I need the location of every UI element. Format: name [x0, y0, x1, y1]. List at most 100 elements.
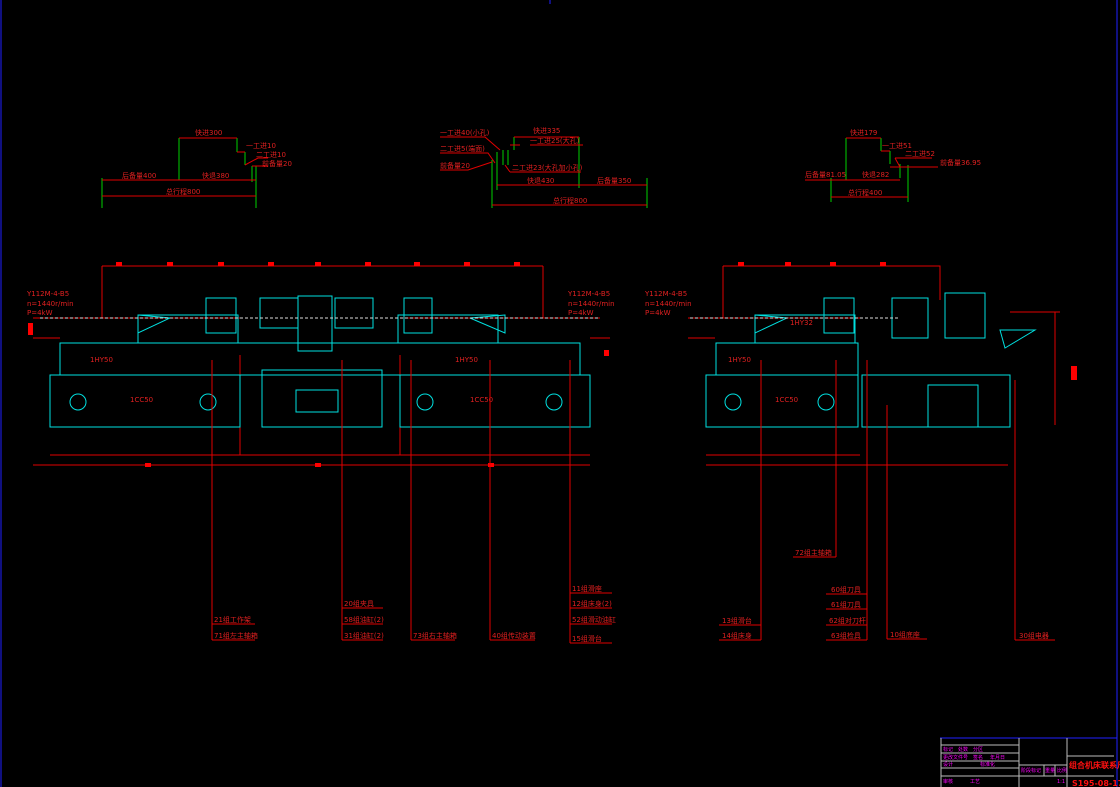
drawing-text: 标准化 — [980, 761, 995, 768]
drawing-line — [315, 463, 321, 467]
drawing-line — [205, 297, 237, 334]
motor-spec-side: Y112M-4-B5 n=1440r/min P=4kW — [644, 290, 692, 317]
callouts-right: 72组主轴箱 13组滑台 14组床身 60组刀具 61组刀具 62组对刀杆 63… — [719, 360, 1055, 641]
drawing-line — [414, 262, 420, 266]
drawing-line — [416, 393, 434, 411]
drawing-line — [999, 329, 1037, 349]
callout-label: 61组刀具 — [831, 600, 861, 609]
drawing-line — [545, 393, 563, 411]
callout-label: 71组左主轴箱 — [214, 631, 258, 640]
drawing-text: 处数 — [958, 746, 968, 753]
drawing-line — [137, 314, 506, 334]
label-total-stroke: 总行程800 — [553, 196, 587, 205]
drawing-text: 签名 — [973, 754, 983, 761]
drawing-line — [403, 297, 433, 334]
drawing-line — [464, 262, 470, 266]
drawing-line — [116, 262, 122, 266]
cycle-diagram-right: 快进179 一工进51 二工进52 前备量36.95 后备量81.05 快退28… — [805, 128, 981, 202]
callout-label: 62组对刀杆 — [829, 616, 866, 625]
label-fast-return: 快退380 — [202, 171, 229, 180]
callout-label: 73组右主轴箱 — [413, 631, 457, 640]
label-fast-return: 快退430 — [527, 176, 554, 185]
drawing-text: Y112M-4-B5 — [644, 290, 687, 298]
drawing-title: 组合机床联系尺寸图 — [1069, 760, 1120, 770]
drawing-text: n=1440r/min — [568, 300, 615, 308]
label-fast-return: 快退282 — [862, 170, 889, 179]
bed-model-label: 1CC50 — [130, 396, 153, 404]
slide-model-label: 1HY50 — [728, 356, 751, 364]
drawing-line — [719, 360, 1055, 641]
label-work-feed-2: 二工进52 — [905, 150, 935, 158]
callout-label: 12组床身(2) — [572, 599, 612, 608]
label-work-feed-1: 一工进10 — [246, 142, 276, 150]
slide-model-label: 1HY50 — [455, 356, 478, 364]
label-feed-face: 二工进5(端面) — [440, 144, 485, 153]
drawing-line — [102, 137, 268, 197]
drawing-line — [295, 389, 339, 413]
drawing-line — [861, 374, 1011, 428]
motor-spec-left: Y112M-4-B5 n=1440r/min P=4kW — [26, 290, 74, 317]
drawing-text: 分区 — [973, 746, 983, 753]
bed-model-label: 1CC50 — [470, 396, 493, 404]
slide-model-label: 1HY50 — [90, 356, 113, 364]
drawing-line — [491, 137, 648, 208]
label-rear-allowance: 后备量81.05 — [805, 170, 846, 179]
drawing-line — [211, 360, 612, 644]
callout-label: 21组工作架 — [214, 615, 251, 624]
drawing-line — [705, 374, 859, 428]
drawing-line — [59, 342, 581, 376]
drawing-text: 设计 — [943, 761, 953, 768]
drawing-line — [604, 350, 609, 356]
callout-label: 58组油缸(2) — [344, 615, 384, 624]
label-work-feed-1: 一工进51 — [882, 142, 912, 150]
drawing-text: Y112M-4-B5 — [26, 290, 69, 298]
callout-label: 13组滑台 — [722, 616, 752, 625]
drawing-text: 审核 — [943, 778, 953, 785]
drawing-line — [488, 463, 494, 467]
callouts-left: 21组工作架 71组左主轴箱 20组夹具 58组油缸(2) 31组油缸(2) 7… — [211, 360, 616, 644]
drawing-line — [259, 297, 299, 329]
label-fast-forward: 快进300 — [195, 128, 222, 137]
drawing-line — [823, 297, 855, 334]
drawing-line — [268, 262, 274, 266]
label-fast-forward: 快进179 — [850, 128, 877, 137]
drawing-line — [365, 262, 371, 266]
machine-side-view: 1HY50 1CC50 1HY32 Y112M-4-B5 n=1440r/min… — [644, 262, 1077, 466]
label-front-allowance: 前备量20 — [440, 161, 470, 170]
callout-label: 30组电器 — [1019, 631, 1049, 640]
callout-label: 60组刀具 — [831, 585, 861, 594]
drawing-text: Y112M-4-B5 — [567, 290, 610, 298]
drawing-text: n=1440r/min — [645, 300, 692, 308]
label-total-stroke: 总行程400 — [848, 188, 882, 197]
drawing-line — [199, 393, 217, 411]
callout-label: 11组滑座 — [572, 584, 602, 593]
bed-model-label: 1CC50 — [775, 396, 798, 404]
label-front-allowance: 前备量20 — [262, 159, 292, 168]
label-total-stroke: 总行程800 — [166, 187, 200, 196]
drawing-text: P=4kW — [645, 309, 671, 317]
drawing-line — [399, 374, 591, 428]
drawing-line — [334, 297, 374, 329]
callout-label: 20组夹具 — [344, 599, 374, 608]
drawing-line — [397, 314, 499, 344]
drawing-line — [261, 369, 383, 428]
drawing-text: 阶段标记 — [1021, 767, 1041, 774]
drawing-line — [49, 374, 241, 428]
callout-label: 15组滑台 — [572, 634, 602, 643]
label-fast-forward: 快进335 — [533, 126, 560, 135]
label-rear-allowance: 后备量400 — [122, 171, 156, 180]
drawing-line — [754, 314, 789, 334]
cycle-diagram-center: 一工进40(小孔) 二工进5(端面) 前备量20 快进335 一工进25(大孔)… — [440, 126, 648, 208]
drawing-text: 年月日 — [990, 754, 1005, 761]
machine-front-view: 1HY50 1CC50 1HY50 1CC50 Y112M-4-B5 n=144… — [26, 262, 615, 467]
callout-label: 31组油缸(2) — [344, 631, 384, 640]
cycle-diagram-left: 快进300 一工进10 二工进10 前备量20 后备量400 快退380 总行程… — [101, 128, 292, 208]
drawing-line — [514, 262, 520, 266]
drawing-line — [927, 384, 979, 428]
drawing-line — [880, 262, 886, 266]
drawing-line — [738, 262, 744, 266]
title-block: 标记 处数 分区 更改文件号 签名 年月日 设计 标准化 审核 工艺 阶段标记 … — [940, 737, 1120, 787]
drawing-line — [1071, 366, 1077, 380]
drawing-line — [944, 292, 986, 339]
